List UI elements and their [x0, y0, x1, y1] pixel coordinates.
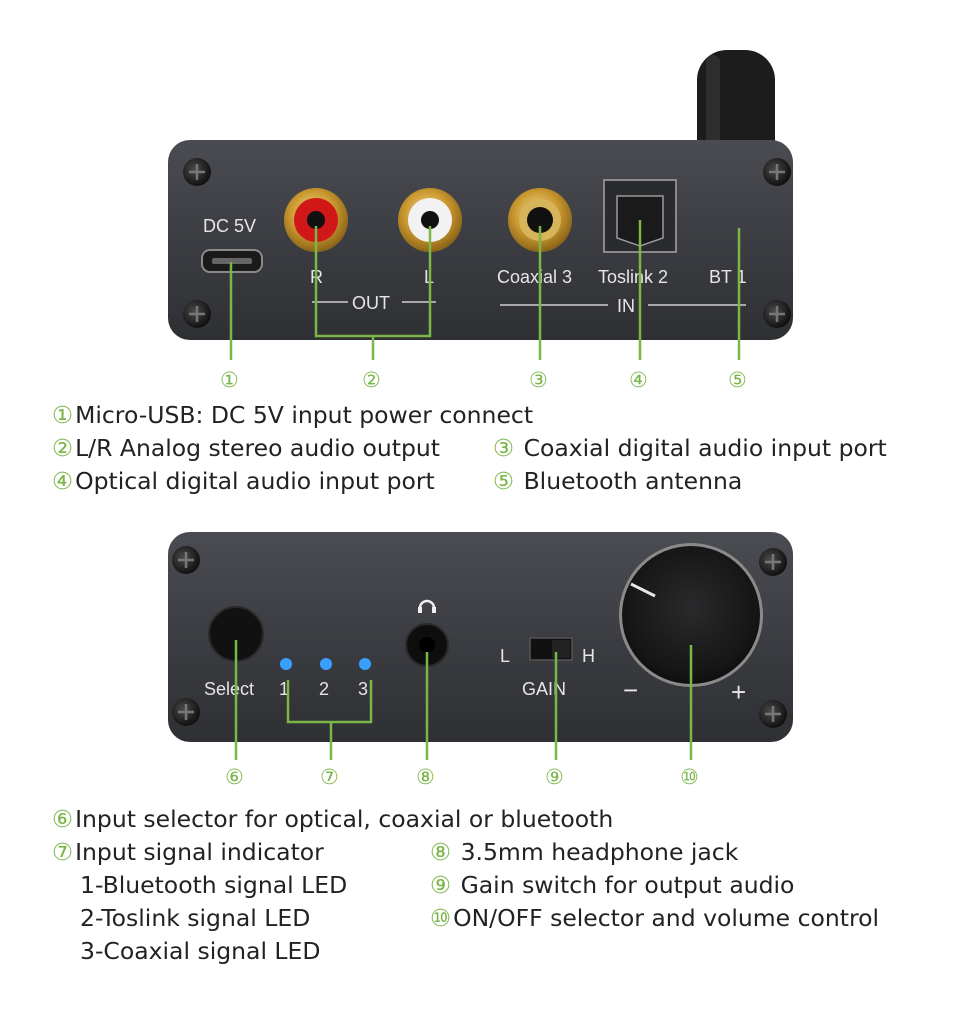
gain-switch[interactable] [529, 637, 573, 661]
desc-8: ⑧ 3.5mm headphone jack [430, 838, 739, 866]
select-label: Select [204, 679, 254, 699]
callout-5: ⑤ [728, 369, 747, 392]
callout-2: ② [362, 369, 381, 392]
desc-2: ②L/R Analog stereo audio output [52, 434, 441, 462]
callout-7: ⑦ [320, 766, 339, 789]
volume-knob[interactable] [619, 543, 763, 687]
coaxial-jack[interactable] [508, 188, 572, 252]
callout-10: ⑩ [680, 766, 699, 789]
screw-icon [759, 548, 787, 576]
callout-4: ④ [629, 369, 648, 392]
rca-right-jack[interactable] [284, 188, 348, 252]
led-2-label: 2 [319, 679, 329, 699]
dc-label: DC 5V [203, 216, 256, 236]
screw-icon [183, 158, 211, 186]
leader-lines-rear [229, 220, 741, 360]
screw-icon [763, 300, 791, 328]
led-2 [320, 658, 332, 670]
bt-label: BT 1 [709, 267, 747, 287]
leader-lines-front [234, 640, 693, 760]
callout-9: ⑨ [545, 766, 564, 789]
in-label: IN [617, 296, 635, 316]
callout-6: ⑥ [225, 766, 244, 789]
out-label: OUT [352, 293, 390, 313]
toslink-label: Toslink 2 [598, 267, 668, 287]
desc-7b: 2-Toslink signal LED [80, 904, 311, 932]
callout-1: ① [220, 369, 239, 392]
desc-9: ⑨ Gain switch for output audio [430, 871, 795, 899]
desc-1: ①Micro-USB: DC 5V input power connect [52, 401, 534, 429]
led-3 [359, 658, 371, 670]
led-1 [280, 658, 292, 670]
desc-5: ⑤ Bluetooth antenna [493, 467, 743, 495]
plus-label: + [731, 677, 746, 707]
desc-3: ③ Coaxial digital audio input port [493, 434, 887, 462]
headphone-icon [418, 599, 436, 613]
desc-10: ⑩ON/OFF selector and volume control [430, 904, 880, 932]
screw-icon [183, 300, 211, 328]
gain-label: GAIN [522, 679, 566, 699]
gain-l-label: L [500, 646, 510, 666]
desc-6: ⑥Input selector for optical, coaxial or … [52, 805, 614, 833]
callout-8: ⑧ [416, 766, 435, 789]
desc-7c: 3-Coaxial signal LED [80, 937, 321, 965]
led-1-label: 1 [279, 679, 289, 699]
screw-icon [759, 700, 787, 728]
screw-icon [172, 546, 200, 574]
minus-label: − [623, 675, 638, 705]
screw-icon [763, 158, 791, 186]
headphone-jack[interactable] [405, 623, 449, 667]
callout-3: ③ [529, 369, 548, 392]
screw-icon [172, 698, 200, 726]
desc-7a: 1-Bluetooth signal LED [80, 871, 348, 899]
gain-h-label: H [582, 646, 595, 666]
coaxial-label: Coaxial 3 [497, 267, 572, 287]
led-3-label: 3 [358, 679, 368, 699]
desc-4: ④Optical digital audio input port [52, 467, 435, 495]
desc-7: ⑦Input signal indicator [52, 838, 324, 866]
rca-left-jack[interactable] [398, 188, 462, 252]
rear-panel [168, 140, 793, 340]
